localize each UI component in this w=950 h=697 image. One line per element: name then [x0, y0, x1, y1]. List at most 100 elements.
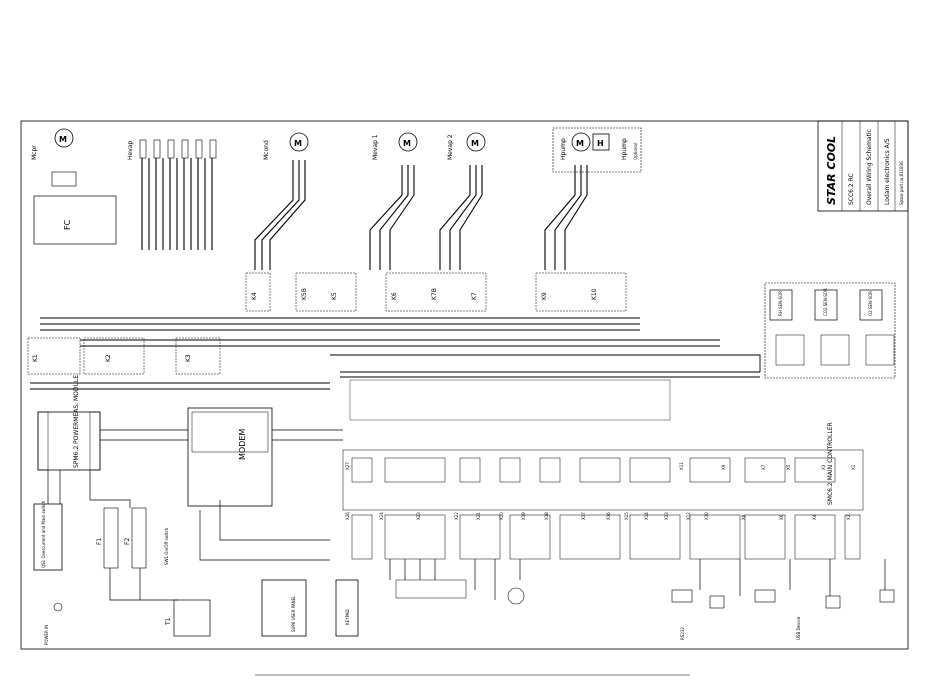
wire-bundle-top [141, 158, 588, 270]
spare-part-number: Spare part no 811836 [899, 161, 904, 205]
title-block: STAR COOL SCC6.2 RC Overall Wiring Schem… [817, 120, 909, 212]
bottom-right-devices: RS232 USB Device [671, 589, 895, 640]
svg-text:Mevap 1: Mevap 1 [372, 134, 379, 160]
svg-text:X1: X1 [851, 464, 856, 470]
svg-text:X7: X7 [761, 464, 766, 470]
svg-text:X18: X18 [544, 512, 549, 520]
svg-text:Optional: Optional [633, 143, 638, 160]
company-name: Lodam electronics A/S [884, 138, 891, 205]
svg-text:M: M [576, 139, 584, 148]
transformer-t1: T1 [165, 617, 172, 626]
terminal-k10: K10 [591, 288, 598, 300]
terminal-k7: K7 [471, 292, 478, 300]
terminal-k9: K9 [541, 292, 548, 300]
svg-text:X14: X14 [644, 512, 649, 520]
svg-text:MODEM: MODEM [238, 429, 247, 460]
usb-device: USB Device [796, 616, 801, 640]
svg-text:KEYPAD: KEYPAD [345, 609, 350, 625]
svg-text:X13: X13 [664, 512, 669, 520]
svg-text:X5: X5 [786, 464, 791, 470]
sensor-block: RH SEN-SOR CO2 SEN-SOR O2 SEN-SOR [764, 282, 896, 379]
svg-text:X4: X4 [812, 514, 817, 520]
svg-text:X19: X19 [521, 512, 526, 520]
svg-text:X17: X17 [581, 512, 586, 520]
terminal-k4: K4 [251, 292, 258, 300]
sheet-border [20, 120, 909, 650]
terminal-k2: K2 [105, 354, 112, 362]
terminal-k1: K1 [32, 354, 39, 362]
svg-text:X23: X23 [416, 512, 421, 520]
svg-text:FC: FC [63, 219, 72, 230]
svg-text:X6: X6 [779, 514, 784, 520]
co2-sensor: CO2 SEN-SOR [823, 288, 828, 316]
sw1-switch: SW1 On/Off switch [164, 527, 169, 565]
svg-text:Mcpr: Mcpr [31, 145, 38, 160]
svg-text:X9: X9 [721, 464, 726, 470]
connector-headers: X27 X26 X24 X23 X22 X21 X20 X19 X18 X17 … [345, 462, 856, 520]
terminal-k7b: K7B [431, 288, 438, 300]
power-section: QS1 Overcurrent and Main switch F1 F2 SW… [33, 500, 211, 645]
terminal-k3: K3 [185, 354, 192, 362]
svg-text:SUP6 USER PANEL: SUP6 USER PANEL [291, 595, 296, 632]
svg-text:M: M [403, 139, 411, 148]
svg-text:X21: X21 [476, 512, 481, 520]
motor-mcpr: M Mcpr [31, 128, 77, 187]
svg-text:M: M [59, 135, 67, 144]
brand-logo: STAR COOL [825, 136, 838, 205]
svg-text:X20: X20 [499, 512, 504, 520]
svg-text:X8: X8 [741, 514, 746, 520]
modem-module: MODEM [187, 407, 273, 507]
motor-mcond: M Mcond [263, 132, 309, 160]
svg-text:X12: X12 [686, 512, 691, 520]
svg-text:Hpump: Hpump [560, 138, 567, 160]
svg-text:Hpump: Hpump [621, 138, 628, 160]
fc-box: FC [33, 195, 117, 245]
main-controller: SMC6.2 MAIN CONTROLLER [342, 379, 864, 511]
rh-sensor: RH SEN-SOR [778, 291, 783, 316]
contactor-row-upper: K4 K5B K5 K6 K7B K7 K9 K10 [245, 272, 627, 312]
qs1-switch: QS1 Overcurrent and Main switch [41, 500, 46, 568]
terminal-k5: K5 [331, 292, 338, 300]
motor-circle-small [507, 587, 525, 605]
motor-hpump: M H Hpump Hpump Optional [552, 127, 642, 173]
user-panel: SUP6 USER PANEL KEYPAD [261, 579, 359, 637]
power-in: POWER IN [44, 625, 49, 645]
svg-text:X27: X27 [345, 462, 350, 470]
terminal-k5b: K5B [301, 288, 308, 300]
model-name: SCC6.2 RC [848, 173, 855, 205]
o2-sensor: O2 SEN-SOR [868, 291, 873, 316]
connector-blocks [351, 457, 861, 560]
svg-text:X24: X24 [379, 512, 384, 520]
svg-text:Hevap: Hevap [127, 141, 134, 160]
svg-text:SMC6.2 MAIN CONTROLLER: SMC6.2 MAIN CONTROLLER [827, 422, 834, 505]
motor-mevap2: M Mevap 2 [447, 132, 486, 160]
lower-wiring [47, 429, 886, 601]
fuse-f2: F2 [124, 538, 131, 545]
contactor-row-lower: K1 K2 K3 [27, 337, 221, 375]
svg-text:X10: X10 [704, 512, 709, 520]
svg-text:M: M [294, 139, 302, 148]
bus-lines [30, 317, 761, 390]
doc-title: Overall Wiring Schematic [866, 129, 873, 205]
svg-text:SPM6.2 POWERMEAS. MODULE: SPM6.2 POWERMEAS. MODULE [73, 375, 80, 468]
fuse-f1: F1 [96, 538, 103, 545]
svg-text:Mevap 2: Mevap 2 [447, 134, 454, 160]
svg-text:X11: X11 [679, 462, 684, 470]
heater-hevap: Hevap [127, 139, 217, 160]
spm-module: SPM6.2 POWERMEAS. MODULE [37, 375, 101, 471]
sensor-cable-block [395, 579, 467, 599]
svg-text:X15: X15 [624, 512, 629, 520]
svg-text:X2: X2 [846, 514, 851, 520]
svg-text:X3: X3 [821, 464, 826, 470]
motor-mevap1: M Mevap 1 [372, 132, 418, 160]
rs232-port: RS232 [680, 627, 685, 640]
svg-text:X16: X16 [606, 512, 611, 520]
terminal-k6: K6 [391, 292, 398, 300]
svg-text:X22: X22 [454, 512, 459, 520]
svg-text:M: M [471, 139, 479, 148]
svg-text:X26: X26 [345, 512, 350, 520]
svg-text:Mcond: Mcond [263, 140, 270, 160]
svg-text:H: H [597, 139, 604, 148]
